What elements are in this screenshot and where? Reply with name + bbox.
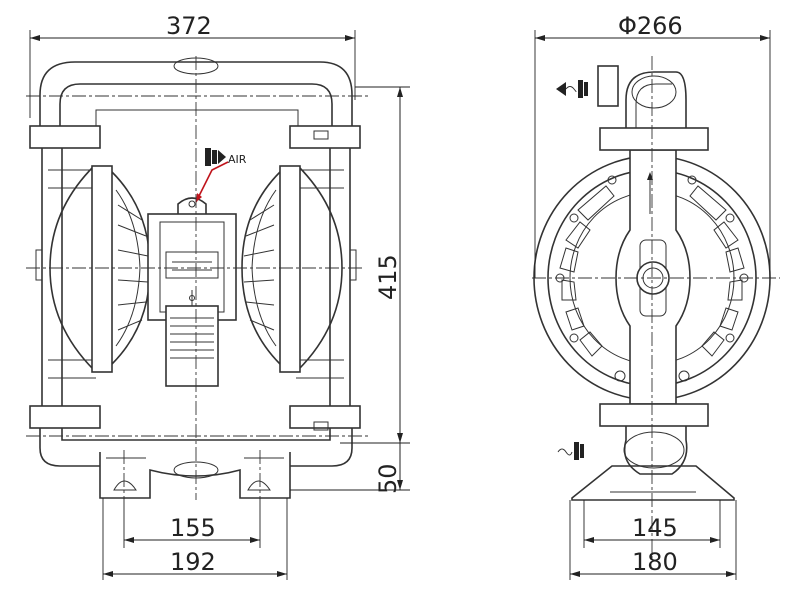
air-label: AIR xyxy=(228,153,247,166)
dim-side-foot-inner: 145 xyxy=(632,514,678,542)
dim-height: 415 xyxy=(374,254,402,300)
side-view: Φ266 145 180 xyxy=(532,12,780,580)
dim-overall-width: 372 xyxy=(166,12,212,40)
dim-side-foot-outer: 180 xyxy=(632,548,678,576)
front-view: AIR 372 415 50 xyxy=(26,12,410,580)
dim-diameter: Φ266 xyxy=(618,12,683,40)
dim-front-foot-outer: 192 xyxy=(170,548,216,576)
dim-base-height: 50 xyxy=(374,463,402,494)
dim-front-foot-inner: 155 xyxy=(170,514,216,542)
